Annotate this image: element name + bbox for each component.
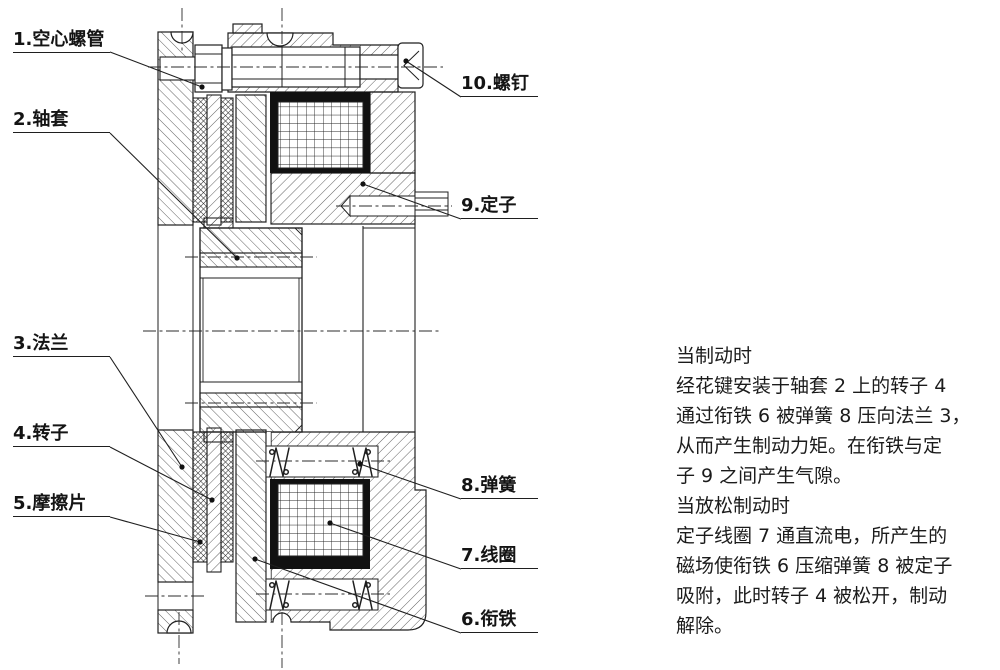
stator-right-rim <box>369 91 416 174</box>
hex-head <box>194 44 223 93</box>
flange-bottom-notch <box>166 620 192 634</box>
spring-symbol <box>352 447 373 477</box>
leader-dots <box>179 58 409 562</box>
label-flange: 3.法兰 <box>13 334 110 357</box>
label-hollow-screw-tube: 1.空心螺管 <box>13 30 110 53</box>
screw-head <box>397 42 424 89</box>
friction-plate-lower-right <box>220 431 234 563</box>
hollow-screw-assembly <box>194 42 424 93</box>
description-line: 子 9 之间产生气隙。 <box>676 465 853 487</box>
label-rotor: 4.转子 <box>13 424 110 447</box>
rotor-web-upper <box>206 94 222 226</box>
description-line: 通过衔铁 6 被弹簧 8 压向法兰 3， <box>676 405 971 427</box>
friction-plate-upper-right <box>220 97 234 223</box>
description-line: 磁场使衔铁 6 压缩弹簧 8 被定子 <box>676 555 953 577</box>
label-screw: 10.螺钉 <box>461 74 538 97</box>
springs <box>268 447 373 610</box>
label-spring: 8.弹簧 <box>461 476 538 499</box>
label-friction-plate: 5.摩擦片 <box>13 494 110 517</box>
washer <box>221 47 233 91</box>
coil-upper <box>270 92 370 173</box>
air-gap-upper <box>266 95 271 222</box>
flange-counterbore <box>159 56 196 81</box>
shaft-sleeve-shape <box>199 227 303 433</box>
armature-upper <box>235 94 267 223</box>
flange-shape <box>157 31 196 634</box>
description-line: 从而产生制动力矩。在衔铁与定 <box>676 435 943 457</box>
center-lines <box>143 8 452 668</box>
description-line: 当制动时 <box>676 345 753 367</box>
armature-lower <box>235 429 267 623</box>
description-line: 解除。 <box>676 615 734 637</box>
description-line: 吸附，此时转子 4 被松开，制动 <box>676 585 948 607</box>
screw-head-cone <box>403 50 420 81</box>
description-line: 定子线圈 7 通直流电，所产生的 <box>676 525 948 547</box>
air-gap-lower <box>266 432 271 622</box>
coil-lower <box>270 479 370 569</box>
label-armature: 6.衔铁 <box>461 610 538 633</box>
leader-lines <box>109 51 462 634</box>
description-line: 经花键安装于轴套 2 上的转子 4 <box>676 375 947 397</box>
label-coil: 7.线圈 <box>461 546 538 569</box>
stator-top-notch <box>266 32 294 47</box>
label-shaft-sleeve: 2.轴套 <box>13 110 110 133</box>
stator-top-boss <box>232 23 263 34</box>
label-stator: 9.定子 <box>461 196 538 219</box>
description-text: 当制动时 经花键安装于轴套 2 上的转子 4 通过衔铁 6 被弹簧 8 压向法兰… <box>676 341 986 641</box>
armature-shape <box>235 94 267 623</box>
friction-plate-upper-left <box>192 97 208 223</box>
description-line: 当放松制动时 <box>676 495 791 517</box>
